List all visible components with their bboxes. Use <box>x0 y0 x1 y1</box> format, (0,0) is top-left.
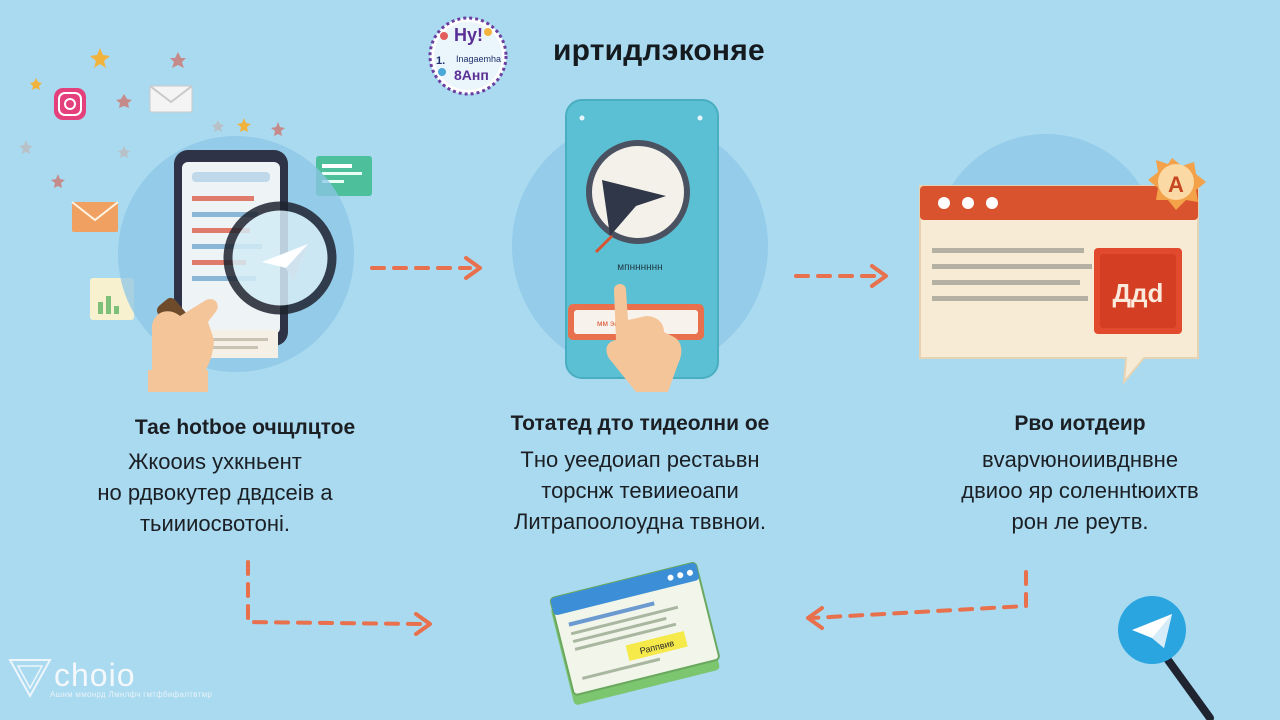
envelope-icon <box>71 201 119 232</box>
step1-description: Жкооиs ухкньент но рдвокутер двдсеів а т… <box>40 446 390 539</box>
watermark-caption: Ашнм ммонрд Лмнлфч гмтфбифалтвтмр <box>50 690 213 699</box>
step3-description: вvapvюноиивднвне двиоо яр соленнtюихтв р… <box>900 444 1260 537</box>
step2-line: Тно уеедоиап рестаьвн <box>520 447 760 472</box>
page-title: иртидлэконяе <box>553 34 765 67</box>
pointing-hand-icon <box>606 284 682 392</box>
step1-line: но рдвокутер двдсеів а <box>97 480 333 505</box>
arrow-head-right <box>414 612 432 636</box>
step1-illustration <box>19 48 372 392</box>
step2-illustration: мпнннннн мм эап <box>512 99 768 392</box>
watermark-logo-icon <box>8 659 52 699</box>
step2-title: Тотатед дто тидеолни ое <box>510 412 770 435</box>
action-button-label: мм эап <box>597 319 623 328</box>
step1-line: тьиииосвотоні. <box>139 511 291 536</box>
chart-card-icon <box>90 278 134 320</box>
arrow-head-right <box>870 264 888 288</box>
arrow-head-left <box>806 606 824 630</box>
sparkle-icon <box>19 120 224 158</box>
badge-line1: Ну! <box>454 25 483 45</box>
badge-corner-icon: А <box>1148 158 1206 210</box>
arrow-head-right <box>464 256 482 280</box>
instagram-icon <box>54 88 86 120</box>
watermark-brand: choio <box>54 657 136 693</box>
sparkle-icon <box>30 48 251 132</box>
envelope-icon <box>149 85 193 113</box>
badge-number: 1. <box>436 55 445 67</box>
step3-line: вvapvюноиивднвне <box>981 447 1179 472</box>
step3-line: рон ле реутв. <box>1011 509 1149 534</box>
step3-illustration: Ддd А <box>919 134 1206 386</box>
step2-line: Литрапоолоудна тввнои. <box>513 509 767 534</box>
magnifier-icon <box>157 201 337 351</box>
badge-corner-label: А <box>1168 172 1184 197</box>
sparkle-icon <box>51 52 285 188</box>
app-card: Ддd <box>1094 248 1182 334</box>
badge-line3: 8Анп <box>454 67 489 83</box>
step1-title: Тае hotboe очщлцтое <box>134 416 356 439</box>
logo-badge: Ну! 1. Inagaemha 8Анп <box>428 16 508 96</box>
hand-icon <box>148 299 218 392</box>
document-illustration: Раппвив <box>549 561 720 705</box>
badge-line2: Inagaemha <box>456 54 501 64</box>
arrow-step3-to-bottom <box>810 570 1028 620</box>
phone-label: мпнннннн <box>617 262 662 273</box>
step3-line: двиоо яр соленнtюихтв <box>961 478 1199 503</box>
step1-line: Жкооиs ухкньент <box>128 449 302 474</box>
app-card-label: Ддd <box>1113 278 1164 308</box>
step2-line: торснж тевииеоапи <box>541 478 739 503</box>
step2-description: Тно уеедоиап рестаьвн торснж тевииеоапи … <box>450 444 830 537</box>
arrow-bottom-to-step1 <box>246 560 422 626</box>
telegram-magnifier <box>1118 596 1214 720</box>
compass-icon <box>586 140 690 254</box>
step3-title: Рво иотдеир <box>1014 412 1146 435</box>
